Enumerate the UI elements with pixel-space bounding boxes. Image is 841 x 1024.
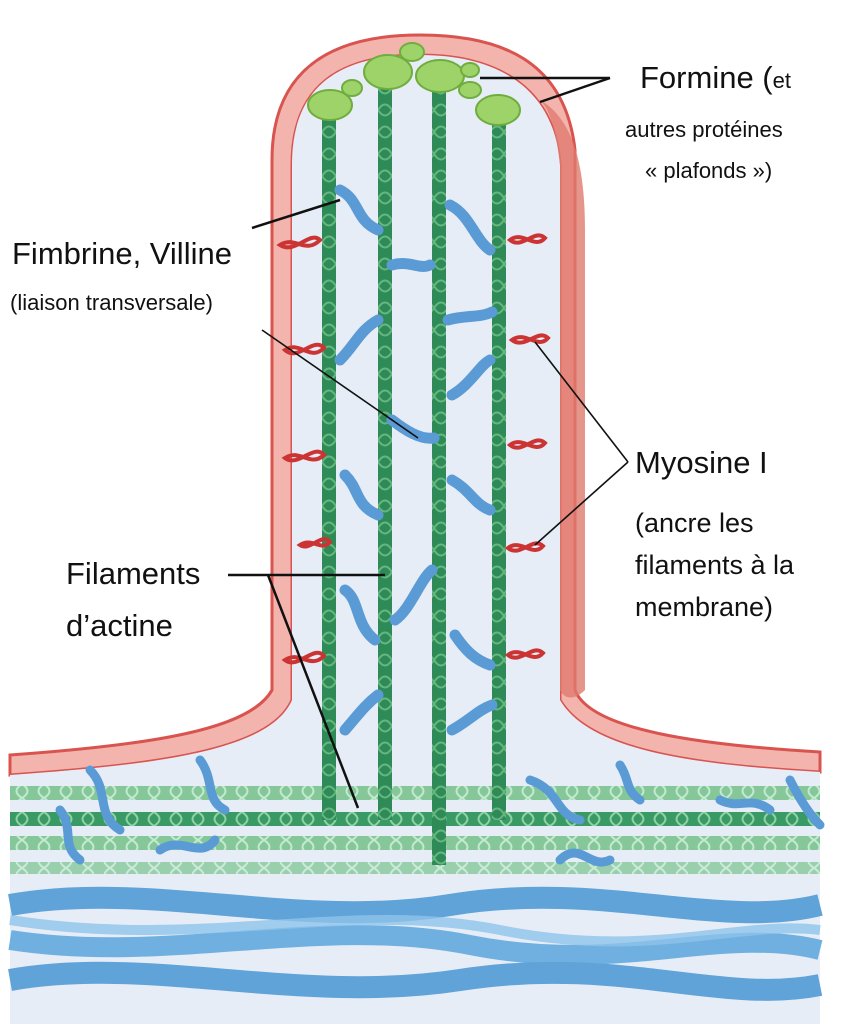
fimbrine-leader-2 bbox=[261, 329, 419, 439]
myosine-sub-3: membrane) bbox=[635, 592, 774, 622]
actin-filament bbox=[432, 85, 446, 865]
cortical-filaments bbox=[8, 886, 823, 1001]
myosine-leader-2 bbox=[534, 461, 629, 546]
actin-bundle bbox=[322, 80, 506, 865]
myosine-label: Myosine I bbox=[635, 445, 768, 480]
leader-lines bbox=[228, 76, 629, 809]
actine-label-2: d’actine bbox=[66, 608, 173, 643]
formine-line2: autres protéines bbox=[625, 117, 783, 142]
formin-caps bbox=[307, 42, 521, 126]
actine-leader-2 bbox=[266, 574, 360, 809]
formine-main-text: Formine ( bbox=[640, 60, 773, 95]
actin-filament bbox=[322, 110, 336, 820]
myosine-sub-2: filaments à la bbox=[635, 550, 795, 580]
myosine-sub-1: (ancre les bbox=[635, 508, 754, 538]
fimbrine-label: Fimbrine, Villine bbox=[12, 236, 232, 271]
fimbrine-sub-label: (liaison transversale) bbox=[10, 290, 213, 315]
membrane-shading bbox=[540, 100, 585, 698]
myosin-anchors bbox=[276, 233, 551, 665]
fimbrine-leader bbox=[251, 198, 341, 230]
microvillus-cytoplasm bbox=[10, 55, 820, 1024]
actin-filament bbox=[378, 80, 392, 820]
formine-line3: « plafonds ») bbox=[645, 158, 773, 183]
actin-filament bbox=[492, 110, 506, 820]
myosine-leader bbox=[534, 341, 629, 463]
actine-label-1: Filaments bbox=[66, 556, 201, 591]
formine-label: Formine (et bbox=[640, 60, 791, 96]
terminal-web-linkers bbox=[55, 755, 825, 867]
formine-leader-2 bbox=[539, 76, 611, 104]
formine-et-text: et bbox=[772, 68, 791, 93]
